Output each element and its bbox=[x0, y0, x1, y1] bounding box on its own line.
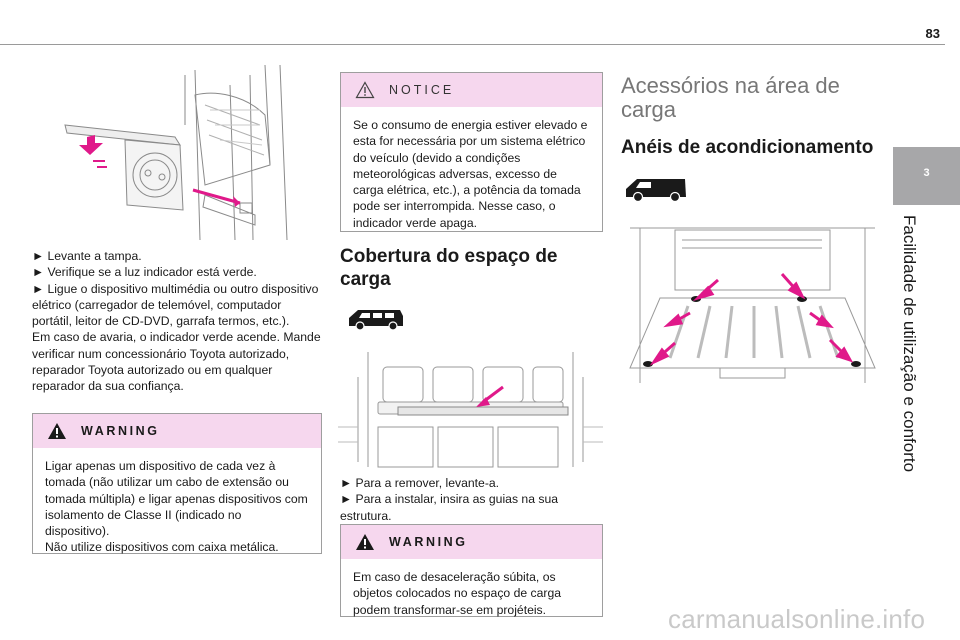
step-3: ► Ligue o dispositivo multimédia ou outr… bbox=[32, 281, 319, 329]
chapter-tab[interactable]: 3 bbox=[893, 147, 960, 205]
warning-text: Ligar apenas um dispositivo de cada vez … bbox=[45, 459, 308, 539]
warning-icon bbox=[48, 423, 66, 439]
van-type-icon bbox=[626, 179, 686, 203]
step-1: ► Levante a tampa. bbox=[32, 249, 142, 263]
notice-icon bbox=[355, 81, 375, 99]
warning-header: WARNING bbox=[33, 414, 321, 448]
section-title: Acessórios na área de carga bbox=[621, 73, 840, 122]
chapter-title: Facilidade de utilização e conforto bbox=[897, 215, 921, 495]
chapter-title-text: Facilidade de utilização e conforto bbox=[900, 215, 919, 473]
tie-down-heading: Anéis de acondicionamento bbox=[621, 137, 874, 158]
power-socket-illustration bbox=[64, 65, 288, 241]
load-cover-heading: Cobertura do espaço de carga bbox=[340, 246, 558, 290]
page-number: 83 bbox=[925, 26, 940, 41]
vehicle-type-icon bbox=[349, 310, 403, 331]
header-rule bbox=[0, 44, 945, 45]
warning-text-3: Em caso de desaceleração súbita, os obje… bbox=[353, 570, 562, 617]
cover-step-1: ► Para a remover, levante-a. bbox=[340, 476, 500, 490]
warning-text-2: Não utilize dispositivos com caixa metál… bbox=[45, 540, 279, 555]
fault-note: Em caso de avaria, o indicador verde ace… bbox=[32, 330, 321, 394]
socket-instructions: ► Levante a tampa. ► Verifique se a luz … bbox=[32, 248, 322, 395]
warning-box-socket: WARNING Ligar apenas um dispositivo de c… bbox=[32, 413, 322, 554]
load-cover-illustration bbox=[338, 352, 603, 468]
notice-box: NOTICE Se o consumo de energia estiver e… bbox=[340, 72, 603, 232]
warning-title: WARNING bbox=[81, 424, 160, 438]
load-cover-instructions: ► Para a remover, levante-a. ► Para a in… bbox=[340, 475, 602, 524]
watermark: carmanualsonline.info bbox=[668, 604, 926, 634]
warning-box-cover: WARNING Em caso de desaceleração súbita,… bbox=[340, 524, 603, 617]
notice-title: NOTICE bbox=[389, 83, 455, 97]
warning-header-2: WARNING bbox=[341, 525, 602, 559]
step-2: ► Verifique se a luz indicador está verd… bbox=[32, 265, 257, 280]
tie-down-rings-illustration bbox=[629, 227, 876, 383]
chapter-number: 3 bbox=[923, 167, 930, 179]
cover-step-2: ► Para a instalar, insira as guias na su… bbox=[340, 492, 559, 523]
notice-text: Se o consumo de energia estiver elevado … bbox=[353, 118, 588, 230]
warning-title-2: WARNING bbox=[389, 535, 468, 549]
notice-header: NOTICE bbox=[341, 73, 602, 107]
warning-icon bbox=[356, 534, 374, 550]
